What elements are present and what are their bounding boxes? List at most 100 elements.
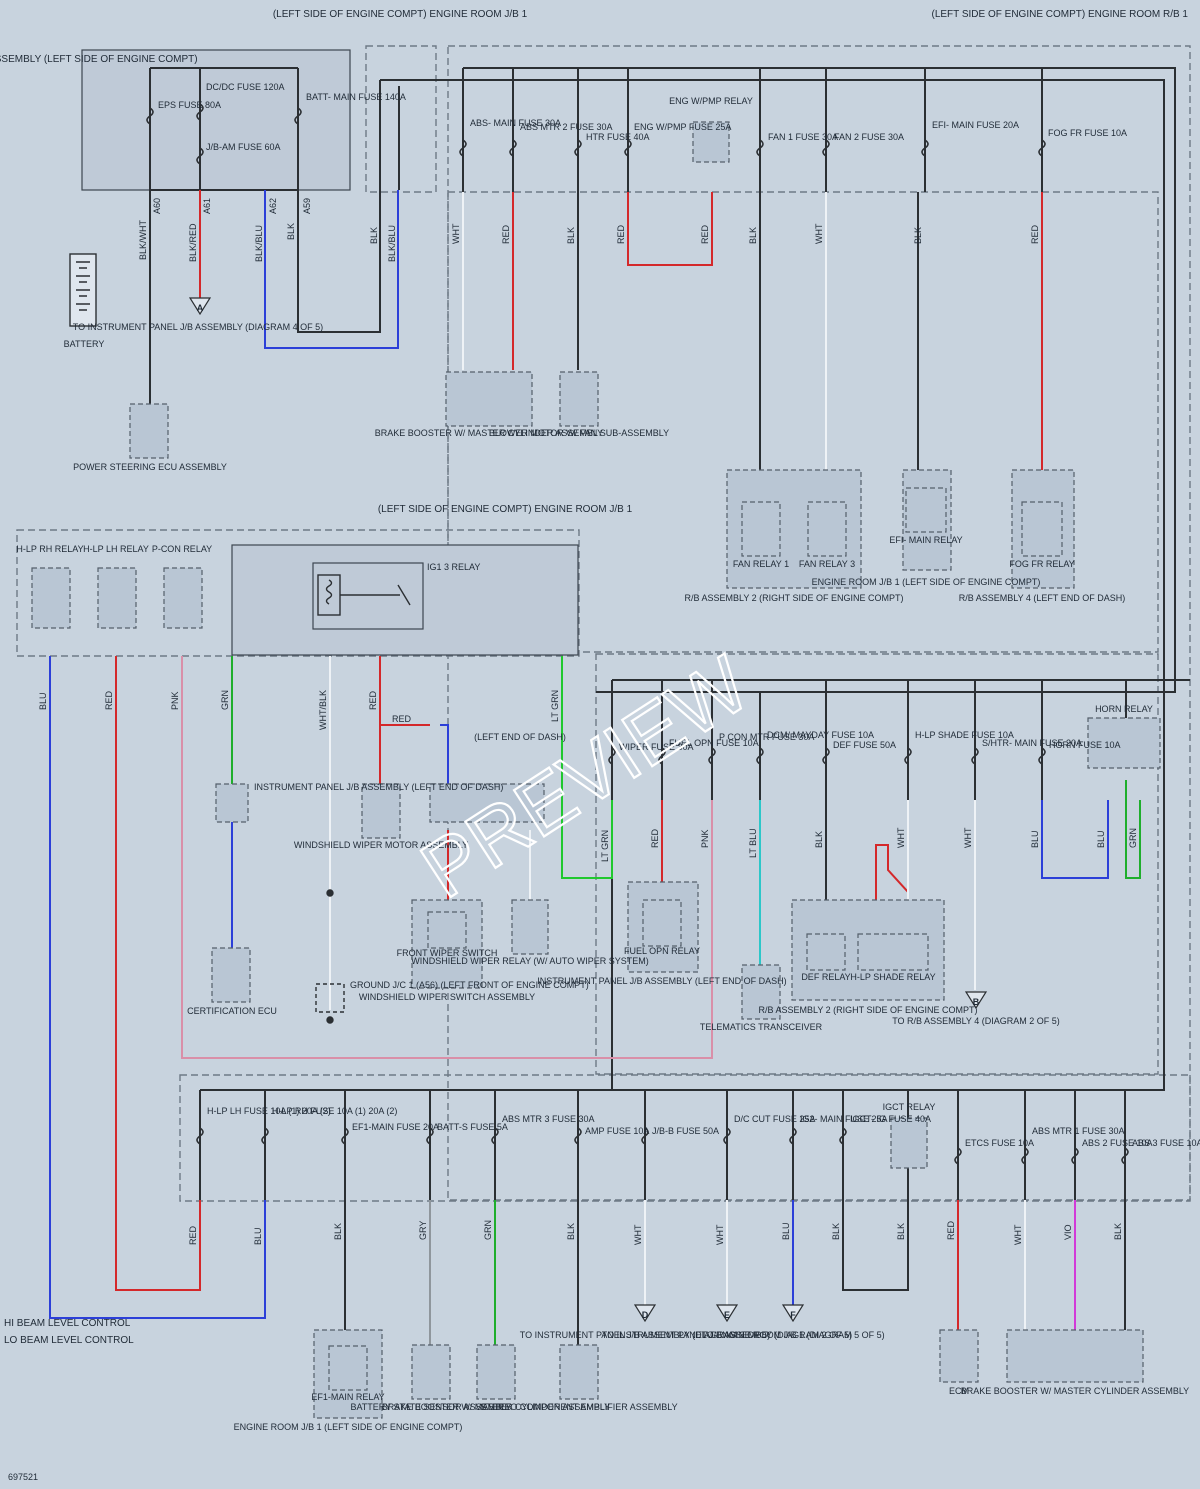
ecm-box — [939, 1329, 979, 1383]
bottom-fuse-amp: AMP FUSE 10A — [585, 1126, 649, 1136]
wire-wht-4: WHT — [963, 827, 973, 848]
wire-blk-2: BLK — [369, 227, 379, 244]
efi-relay-label: EFI- MAIN RELAY — [889, 535, 962, 545]
wire-blk-1: BLK — [286, 223, 296, 240]
wire-blk-5: BLK — [913, 227, 923, 244]
hlp-rh-relay-label: H-LP RH RELAY — [16, 544, 83, 554]
wire-grn-3: GRN — [483, 1220, 493, 1240]
bottom-fuse-abs3: ABS 3 FUSE 10A — [1132, 1138, 1200, 1148]
wire-blk-11: BLK — [1113, 1223, 1123, 1240]
brake-booster-label: BRAKE BOOSTER W/ MASTER CYLINDER ASSEMBL… — [375, 428, 603, 438]
bottom-fuse-abs-mtr3: ABS MTR 3 FUSE 30A — [502, 1114, 595, 1124]
fan-relay1-box — [741, 501, 781, 557]
rb1-fuse-eng-pmp: ENG W/PMP FUSE 25A — [634, 122, 731, 132]
efi-relay-box — [905, 487, 947, 533]
wire-blk-9: BLK — [831, 1223, 841, 1240]
wire-wht-blk-1: WHT/BLK — [318, 690, 328, 730]
wire-lt-grn-2: LT GRN — [600, 830, 610, 862]
bottom-fuse-hlp-lh: H-LP LH FUSE 10A (1) 20A (2) — [207, 1106, 331, 1116]
bottom-fuse-dc-cut: D/C CUT FUSE 25A — [734, 1114, 815, 1124]
bottom-fuse-jbb: J/B-B FUSE 50A — [652, 1126, 719, 1136]
connector-e-icon — [715, 1304, 739, 1323]
pcon-relay-box — [163, 567, 203, 629]
mid-fuse-dcm: DCM/ MAYDAY FUSE 10A — [767, 730, 874, 740]
region-rb1-top: (LEFT SIDE OF ENGINE COMPT) ENGINE ROOM … — [931, 9, 1188, 20]
hlp-shade-relay-label: H-LP SHADE RELAY — [850, 972, 935, 982]
diagram-id: 697521 — [8, 1472, 38, 1482]
battery-icon — [69, 253, 97, 327]
fan-relay3-label: FAN RELAY 3 — [799, 559, 855, 569]
mid-fuse-hlp-shade: H-LP SHADE FUSE 10A — [915, 730, 1014, 740]
fuse-symbols — [146, 103, 1129, 1165]
wire-blk-6: BLK — [814, 831, 824, 848]
brake-booster2-label: BRAKE BOOSTER W/ MASTER CYLINDER ASSEMBL… — [382, 1402, 610, 1412]
wire-pnk-2: PNK — [700, 829, 710, 848]
bottom-igct-relay: IGCT RELAY — [883, 1102, 936, 1112]
telematics-box — [741, 964, 781, 1020]
hlp-lh-relay-box — [97, 567, 137, 629]
ig13-relay-coil-icon — [317, 574, 411, 616]
wire-blu-3: BLU — [1096, 830, 1106, 848]
connector-f-icon — [781, 1304, 805, 1323]
bottom-fuse-abs-mtr1: ABS MTR 1 FUSE 30A — [1032, 1126, 1125, 1136]
mid-fuse-shtr: S/HTR- MAIN FUSE 20A — [982, 738, 1082, 748]
rb2-label: R/B ASSEMBLY 2 (RIGHT SIDE OF ENGINE COM… — [684, 593, 903, 603]
mid-fuse-fuel-opn: FUEL OPN FUSE 10A — [669, 738, 759, 748]
mid-fuse-def: DEF FUSE 50A — [833, 740, 896, 750]
wire-wht-2: WHT — [814, 223, 824, 244]
top-bus — [149, 67, 1190, 1200]
mid-fuse-wiper: WIPER FUSE 30A — [619, 742, 694, 752]
wire-blu-5: BLU — [781, 1222, 791, 1240]
bottom-fuse-abs2: ABS 2 FUSE 10A — [1082, 1138, 1153, 1148]
efi-relay-loc-label: ENGINE ROOM J/B 1 (LEFT SIDE OF ENGINE C… — [812, 577, 1041, 587]
rb1-fuse-abs-mtr2: ABS MTR 2 FUSE 30A — [520, 122, 613, 132]
jb1-mid-outline — [16, 529, 580, 657]
wire-blk-blu-1: BLK/BLU — [254, 225, 264, 262]
eps-fuse-label: EPS FUSE 80A — [158, 100, 221, 110]
mid-fuse-horn: HORN FUSE 10A — [1049, 740, 1121, 750]
bottom-fuse-igct-ig: IGCT- IG FUSE 40A — [850, 1114, 931, 1124]
wire-blk-3: BLK — [566, 227, 576, 244]
mid-fuse-pcon-mtr: P CON MTR FUSE 30A — [719, 732, 814, 742]
fusible-link-block — [81, 49, 351, 191]
blower-label: BLOWER MOTOR W/ FAN SUB-ASSEMBLY — [489, 428, 669, 438]
cert-ecu-box — [211, 947, 251, 1003]
fan-relay1-label: FAN RELAY 1 — [733, 559, 789, 569]
hlp-shade-relay-box — [857, 933, 929, 971]
pcon-relay-label: P-CON RELAY — [152, 544, 212, 554]
wire-vio-1: VIO — [1063, 1224, 1073, 1240]
connector-d-letter: D — [642, 1310, 649, 1320]
labels: (LEFT SIDE OF ENGINE COMPT) ENGINE ROOM … — [0, 9, 1200, 1482]
wiper-relay-label: WINDSHIELD WIPER RELAY (W/ AUTO WIPER SY… — [411, 956, 649, 966]
ground-label: GROUND J/C 1 (A56) (LEFT FRONT OF ENGINE… — [350, 980, 589, 990]
wire-lt-blu-1: LT BLU — [748, 828, 758, 858]
wire-wht-5: WHT — [633, 1224, 643, 1245]
rb1-inner-outline — [447, 191, 1159, 653]
eng-pmp-relay-box — [692, 121, 730, 163]
ground-icon — [315, 889, 345, 1024]
jbam-fuse-label: J/B-AM FUSE 60A — [206, 142, 281, 152]
brake-booster3-box — [1006, 1329, 1144, 1383]
rb1-fuse-abs-main: ABS- MAIN FUSE 30A — [470, 118, 561, 128]
rb1-eng-pmp-relay: ENG W/PMP RELAY — [669, 96, 753, 106]
wire-wht-6: WHT — [715, 1224, 725, 1245]
brake-booster3-label: BRAKE BOOSTER W/ MASTER CYLINDER ASSEMBL… — [961, 1386, 1189, 1396]
ef1-relay-label: EF1-MAIN RELAY — [311, 1392, 384, 1402]
to-erjb-f-label: TO ENGINE ROOM J/B 1 (DIAGRAM 5 OF 5) — [701, 1330, 884, 1340]
wiper-switch-assy-label: WINDSHIELD WIPER SWITCH ASSEMBLY — [359, 992, 535, 1002]
wire-blk-blu-2: BLK/BLU — [387, 225, 397, 262]
wire-pnk-1: PNK — [170, 691, 180, 710]
wire-blk-10: BLK — [896, 1223, 906, 1240]
wire-gry-1: GRY — [418, 1221, 428, 1240]
bottom-fuse-etcs: ETCS FUSE 10A — [965, 1138, 1034, 1148]
hlp-rh-relay-box — [31, 567, 71, 629]
brake-booster-box — [445, 371, 533, 427]
bottom-fuse-ig2-main: IG2- MAIN FUSE 25A — [800, 1114, 888, 1124]
wire-red-1: RED — [501, 224, 511, 244]
left-end-dash-box — [429, 783, 545, 823]
ig13-relay-label: IG1 3 RELAY — [427, 562, 480, 572]
telematics-label: TELEMATICS TRANSCEIVER — [700, 1022, 823, 1032]
connector-a-letter: A — [197, 303, 204, 313]
blower-box — [559, 371, 599, 427]
